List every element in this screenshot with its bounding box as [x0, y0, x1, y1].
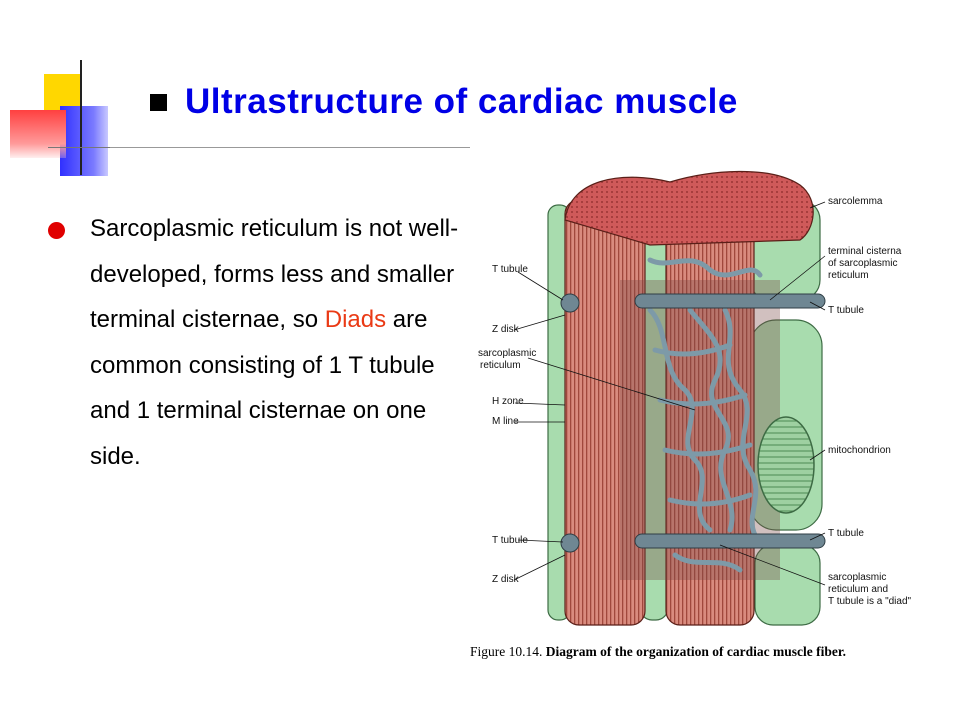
- label-of-sarcoplasmic: of sarcoplasmic: [828, 258, 897, 269]
- title-row: Ultrastructure of cardiac muscle: [150, 82, 738, 122]
- deco-vertical-line: [80, 60, 82, 175]
- round-bullet-icon: [48, 222, 65, 239]
- sr-network: [647, 257, 763, 573]
- label-reticulum-right: reticulum: [828, 270, 869, 281]
- label-sarcolemma: sarcolemma: [828, 196, 883, 207]
- cardiac-muscle-diagram: T tubule Z disk sarcoplasmic reticulum H…: [470, 170, 912, 659]
- mitochondrion-shape: [757, 416, 815, 514]
- deco-divider-line: [110, 147, 470, 148]
- label-mitochondrion: mitochondrion: [828, 445, 891, 456]
- label-reticulum: reticulum: [480, 360, 521, 371]
- body-text-part1: Sarcoplasmic reticulum is not well-devel…: [90, 215, 459, 333]
- deco-blue-square: [60, 106, 108, 176]
- corner-decoration: [0, 60, 470, 180]
- label-sr-and: sarcoplasmic: [828, 572, 886, 583]
- body-block: Sarcoplasmic reticulum is not well-devel…: [48, 206, 468, 479]
- label-t-tubule-diad: T tubule is a "diad": [828, 596, 912, 607]
- label-t-tubule-right-bottom: T tubule: [828, 528, 864, 539]
- label-z-disk-top: Z disk: [492, 324, 520, 335]
- body-highlight: Diads: [324, 306, 387, 333]
- caption-prefix: Figure 10.14.: [470, 644, 542, 659]
- cut-surface: [564, 170, 814, 246]
- square-bullet-icon: [150, 93, 167, 111]
- leader-lines: [513, 201, 826, 586]
- label-sarcoplasmic: sarcoplasmic: [478, 348, 536, 359]
- t-tubules: [560, 293, 826, 553]
- label-t-tubule-top: T tubule: [492, 264, 528, 275]
- label-m-line: M line: [492, 416, 519, 427]
- caption-bold: Diagram of the organization of cardiac m…: [546, 644, 846, 659]
- label-reticulum-and: reticulum and: [828, 584, 888, 595]
- label-h-zone: H zone: [492, 396, 524, 407]
- label-z-disk-bottom: Z disk: [492, 574, 520, 585]
- slide-title: Ultrastructure of cardiac muscle: [185, 82, 738, 121]
- label-t-tubule-bottom: T tubule: [492, 535, 528, 546]
- deco-horizontal-line: [48, 147, 140, 148]
- label-t-tubule-right-top: T tubule: [828, 305, 864, 316]
- body-text-part2: are common consisting of 1 T tubule and …: [90, 306, 435, 470]
- figure-caption: Figure 10.14. Diagram of the organizatio…: [470, 644, 846, 659]
- label-terminal-cisterna: terminal cisterna: [828, 246, 902, 257]
- deco-red-square: [10, 110, 66, 158]
- body-paragraph: Sarcoplasmic reticulum is not well-devel…: [90, 206, 468, 479]
